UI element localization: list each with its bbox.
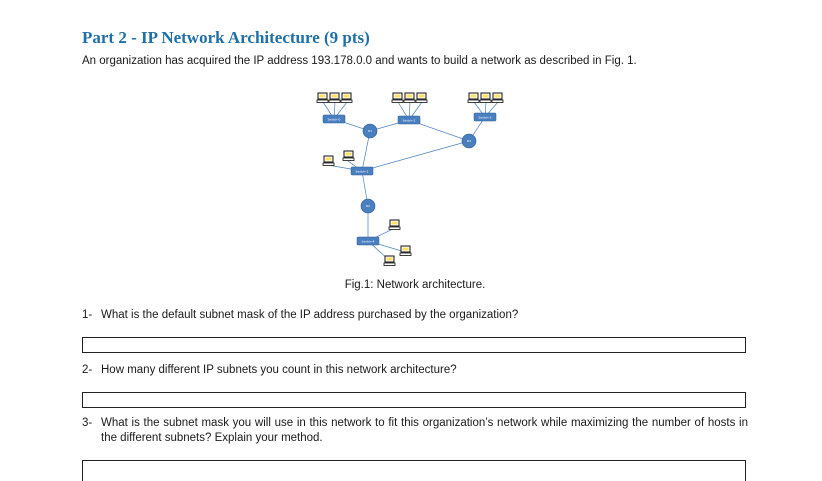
network-links <box>322 101 499 262</box>
router-icon: R3 <box>461 133 477 149</box>
switch-icon: Switch-2 <box>397 115 421 125</box>
question-number: 1- <box>82 309 93 321</box>
pc-icon <box>383 255 396 266</box>
svg-text:Switch-0: Switch-0 <box>328 118 341 122</box>
question-1: 1- What is the default subnet mask of th… <box>82 308 748 323</box>
pc-icon <box>342 150 355 161</box>
svg-text:R1: R1 <box>368 129 372 133</box>
pc-icon <box>415 92 428 103</box>
switch-icon: Switch-0 <box>322 114 346 124</box>
pc-icon <box>467 92 480 103</box>
svg-text:Switch-2: Switch-2 <box>403 119 416 123</box>
router-icon: R2 <box>360 198 376 214</box>
svg-text:Switch-3: Switch-3 <box>479 116 492 120</box>
question-text: What is the default subnet mask of the I… <box>101 309 519 321</box>
answer-box-1[interactable] <box>82 337 746 353</box>
question-text: What is the subnet mask you will use in … <box>101 417 748 444</box>
question-number: 2- <box>82 364 93 376</box>
question-text: How many different IP subnets you count … <box>101 364 457 376</box>
svg-text:Switch-1: Switch-1 <box>356 170 369 174</box>
network-figure: Switch-0 Switch-2 Switch-3 Switch-1 Swit… <box>300 86 540 272</box>
question-3: 3- What is the subnet mask you will use … <box>82 416 748 446</box>
pc-icon <box>328 92 341 103</box>
switch-icon: Switch-4 <box>356 236 380 246</box>
question-number: 3- <box>82 417 93 429</box>
svg-text:R3: R3 <box>467 139 471 143</box>
pc-icon <box>403 92 416 103</box>
question-2: 2- How many different IP subnets you cou… <box>82 363 748 378</box>
network-diagram: Switch-0 Switch-2 Switch-3 Switch-1 Swit… <box>316 92 504 266</box>
answer-box-2[interactable] <box>82 392 746 408</box>
intro-paragraph: An organization has acquired the IP addr… <box>82 55 637 67</box>
section-title: Part 2 - IP Network Architecture (9 pts) <box>82 28 370 47</box>
pc-icon <box>388 219 401 230</box>
pc-icon <box>491 92 504 103</box>
answer-box-3[interactable] <box>82 460 746 481</box>
svg-text:Switch-4: Switch-4 <box>362 240 375 244</box>
pc-icon <box>340 92 353 103</box>
pc-icon <box>399 245 412 256</box>
switch-icon: Switch-3 <box>473 112 497 122</box>
router-icon: R1 <box>362 123 378 139</box>
pc-icon <box>479 92 492 103</box>
svg-text:R2: R2 <box>366 204 370 208</box>
switch-icon: Switch-1 <box>350 166 374 176</box>
pc-icon <box>322 155 335 166</box>
pc-icon <box>391 92 404 103</box>
figure-caption: Fig.1: Network architecture. <box>344 279 486 291</box>
pc-icon <box>316 92 329 103</box>
